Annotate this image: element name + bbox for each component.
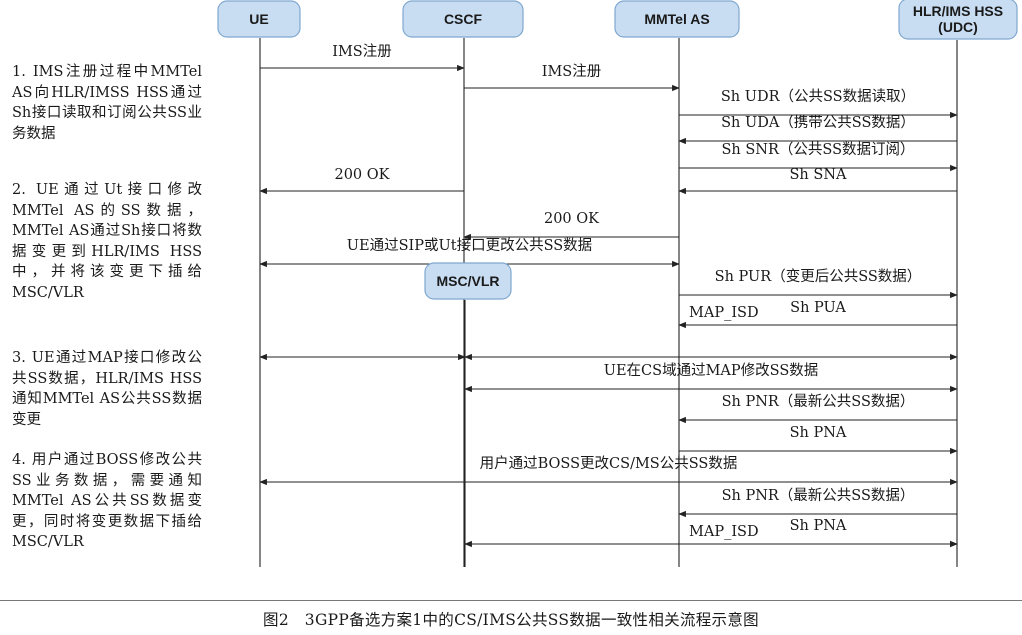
actor-label-ue: UE [249, 11, 268, 27]
actor-box-hss [898, 0, 1018, 40]
actor-mmtel: MMTel AS [614, 0, 740, 38]
message-label: Sh PNR（最新公共SS数据） [722, 393, 915, 410]
message-9: UE通过SIP或Ut接口更改公共SS数据 [259, 237, 680, 268]
message-label: Sh PNA [790, 518, 847, 534]
actor-label-hss: (UDC) [938, 19, 978, 35]
message-label: UE在CS域通过MAP修改SS数据 [604, 362, 819, 379]
message-label: Sh SNA [790, 167, 848, 183]
message-label: Sh UDA（携带公共SS数据） [721, 114, 915, 131]
actor-box-ue [217, 0, 301, 38]
message-16: Sh PNR（最新公共SS数据） [678, 393, 957, 424]
message-label: IMS注册 [542, 63, 602, 80]
step-note-2: 2. UE通过Ut接口修改MMTel AS的SS数据，MMTel AS通过Sh接… [12, 182, 202, 301]
message-label: MAP_ISD [689, 305, 759, 321]
message-label: Sh PUR（变更后公共SS数据） [715, 268, 922, 285]
message-label: 200 OK [334, 167, 390, 183]
message-8: 200 OK [463, 211, 679, 241]
message-label: 用户通过BOSS更改CS/MS公共SS数据 [480, 455, 738, 472]
figure-caption: 图2 3GPP备选方案1中的CS/IMS公共SS数据一致性相关流程示意图 [263, 611, 759, 629]
message-1: IMS注册 [260, 43, 465, 72]
message-5: Sh SNR（公共SS数据订阅） [679, 141, 958, 172]
message-21: MAP_ISD [689, 524, 759, 540]
message-2: IMS注册 [464, 63, 680, 92]
step-note-1: 1. IMS注册过程中MMTel AS向HLR/IMSS HSS通过Sh接口读取… [12, 64, 202, 142]
message-label: UE通过SIP或Ut接口更改公共SS数据 [347, 237, 592, 254]
actor-label-cscf: CSCF [444, 11, 483, 27]
message-label: Sh PNR（最新公共SS数据） [722, 487, 915, 504]
message-15: UE在CS域通过MAP修改SS数据 [464, 362, 958, 393]
message-label: Sh SNR（公共SS数据订阅） [721, 141, 914, 158]
step-note-3: 3. UE通过MAP接口修改公共SS数据，HLR/IMS HSS通知MMTel … [12, 350, 202, 428]
message-label: Sh UDR（公共SS数据读取） [721, 88, 915, 105]
message-18: 用户通过BOSS更改CS/MS公共SS数据 [259, 455, 958, 486]
sequence-diagram: IMS注册 IMS注册 Sh UDR（公共SS数据读取） Sh UDA（携带公共SS数… [217, 0, 1018, 567]
actor-cscf: CSCF [402, 0, 524, 38]
actor-label-mscvlr: MSC/VLR [437, 273, 500, 289]
message-6: Sh SNA [678, 167, 957, 195]
message-11: Sh PUA [678, 300, 957, 329]
message-17: Sh PNA [679, 425, 958, 455]
step-note-4: 4. 用户通过BOSS修改公共SS业务数据，需要通知MMTel AS公共SS数据… [12, 452, 202, 550]
actor-label-mmtel: MMTel AS [644, 11, 709, 27]
actor-hss: HLR/IMS HSS(UDC) [898, 0, 1018, 40]
actor-label-hss: HLR/IMS HSS [913, 3, 1003, 19]
actor-box-mmtel [614, 0, 740, 38]
message-label: 200 OK [544, 211, 600, 227]
message-label: MAP_ISD [689, 524, 759, 540]
message-label: Sh PNA [790, 425, 847, 441]
message-label: IMS注册 [332, 43, 392, 60]
actor-mscvlr: MSC/VLR [424, 262, 512, 300]
caption-divider [0, 600, 1022, 601]
message-label: Sh PUA [790, 300, 846, 316]
message-19: Sh PNR（最新公共SS数据） [678, 487, 957, 518]
message-7: 200 OK [259, 167, 464, 195]
actor-box-mscvlr [424, 262, 512, 300]
actor-ue: UE [217, 0, 301, 38]
actor-box-cscf [402, 0, 524, 38]
message-4: Sh UDA（携带公共SS数据） [678, 114, 957, 145]
message-10: Sh PUR（变更后公共SS数据） [679, 268, 958, 299]
message-12: MAP_ISD [689, 305, 759, 321]
message-3: Sh UDR（公共SS数据读取） [679, 88, 958, 119]
